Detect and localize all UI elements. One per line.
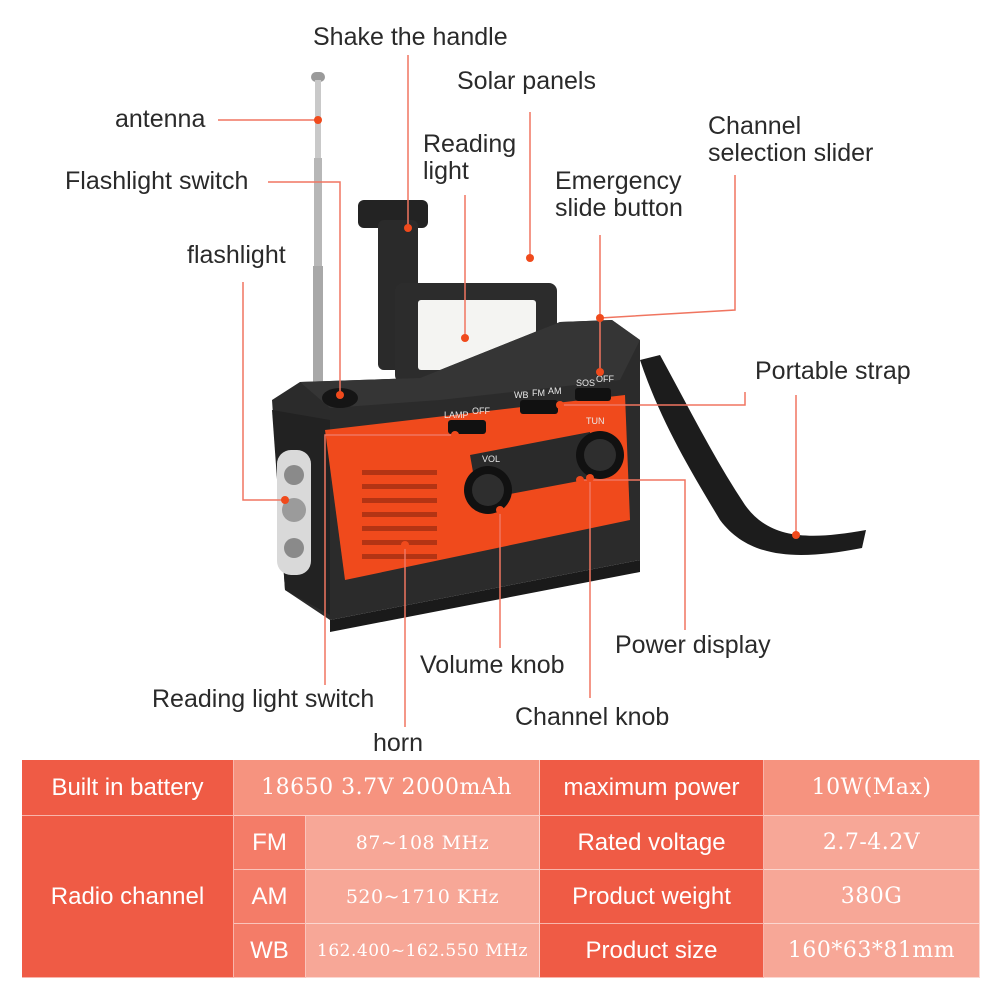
callout-flashlight-switch: Flashlight switch: [65, 167, 249, 195]
device-label-vol: VOL: [482, 454, 500, 464]
lamp-switch: [448, 420, 486, 434]
callout-volume-knob: Volume knob: [420, 651, 565, 679]
callout-reading-light-line2: light: [423, 157, 469, 185]
device-label-tun: TUN: [586, 416, 605, 426]
callout-portable-strap: Portable strap: [755, 357, 911, 385]
spec-wb-value: 162.400~162.550 MHz: [306, 924, 540, 978]
callout-channel-knob: Channel knob: [515, 703, 670, 731]
spec-size-label: Product size: [540, 924, 764, 978]
callout-shake-handle: Shake the handle: [313, 23, 508, 51]
strap-shape: [640, 355, 866, 555]
callout-channel-slider-line1: Channel: [708, 112, 802, 140]
radio-base: [330, 560, 640, 632]
spec-rated-voltage-value: 2.7-4.2V: [764, 816, 980, 870]
callout-emergency-line1: Emergency: [555, 167, 682, 195]
callout-solar-panels: Solar panels: [457, 67, 596, 95]
callout-reading-light-switch: Reading light switch: [152, 685, 375, 713]
spec-fm-label: FM: [234, 816, 306, 870]
spec-am-value: 520~1710 KHz: [306, 870, 540, 924]
spec-max-power-label: maximum power: [540, 760, 764, 816]
callout-emergency-line2: slide button: [555, 194, 683, 222]
spec-battery-label: Built in battery: [22, 760, 234, 816]
spec-weight-label: Product weight: [540, 870, 764, 924]
callout-emergency-slide: Emergency slide button: [555, 168, 683, 222]
spec-wb-label: WB: [234, 924, 306, 978]
spec-battery-value: 18650 3.7V 2000mAh: [234, 760, 540, 816]
spec-rated-voltage-label: Rated voltage: [540, 816, 764, 870]
device-label-am: AM: [548, 386, 562, 396]
radio-drawing: LAMP OFF WB FM AM SOS OFF VOL TUN: [218, 55, 866, 727]
spec-radio-label: Radio channel: [22, 816, 234, 978]
spec-max-power-value: 10W(Max): [764, 760, 980, 816]
callout-power-display: Power display: [615, 631, 771, 659]
leader-dots: [281, 116, 800, 549]
callout-channel-slider-line2: selection slider: [708, 139, 874, 167]
speaker-grille: [362, 470, 437, 559]
radio-top: [300, 320, 640, 408]
spec-weight-value: 380G: [764, 870, 980, 924]
sos-switch: [575, 388, 611, 401]
device-label-lamp: LAMP: [444, 410, 469, 420]
device-label-off2: OFF: [596, 374, 614, 384]
band-switch: [520, 400, 558, 414]
device-label-off1: OFF: [472, 406, 490, 416]
spec-fm-value: 87~108 MHz: [306, 816, 540, 870]
leader-lines: [218, 55, 797, 727]
spec-am-label: AM: [234, 870, 306, 924]
callout-reading-light-line1: Reading: [423, 130, 517, 158]
callout-channel-slider: Channel selection slider: [708, 113, 873, 167]
callout-horn: horn: [373, 729, 424, 757]
spec-size-value: 160*63*81mm: [764, 924, 980, 978]
product-illustration: LAMP OFF WB FM AM SOS OFF VOL TUN: [65, 23, 911, 757]
callout-reading-light: Reading light: [423, 131, 516, 185]
callout-antenna: antenna: [115, 105, 206, 133]
device-label-wb: WB: [514, 390, 529, 400]
device-label-fm: FM: [532, 388, 545, 398]
device-label-sos: SOS: [576, 378, 595, 388]
spec-table: Built in battery 18650 3.7V 2000mAh maxi…: [22, 760, 980, 978]
callout-flashlight: flashlight: [187, 241, 286, 269]
